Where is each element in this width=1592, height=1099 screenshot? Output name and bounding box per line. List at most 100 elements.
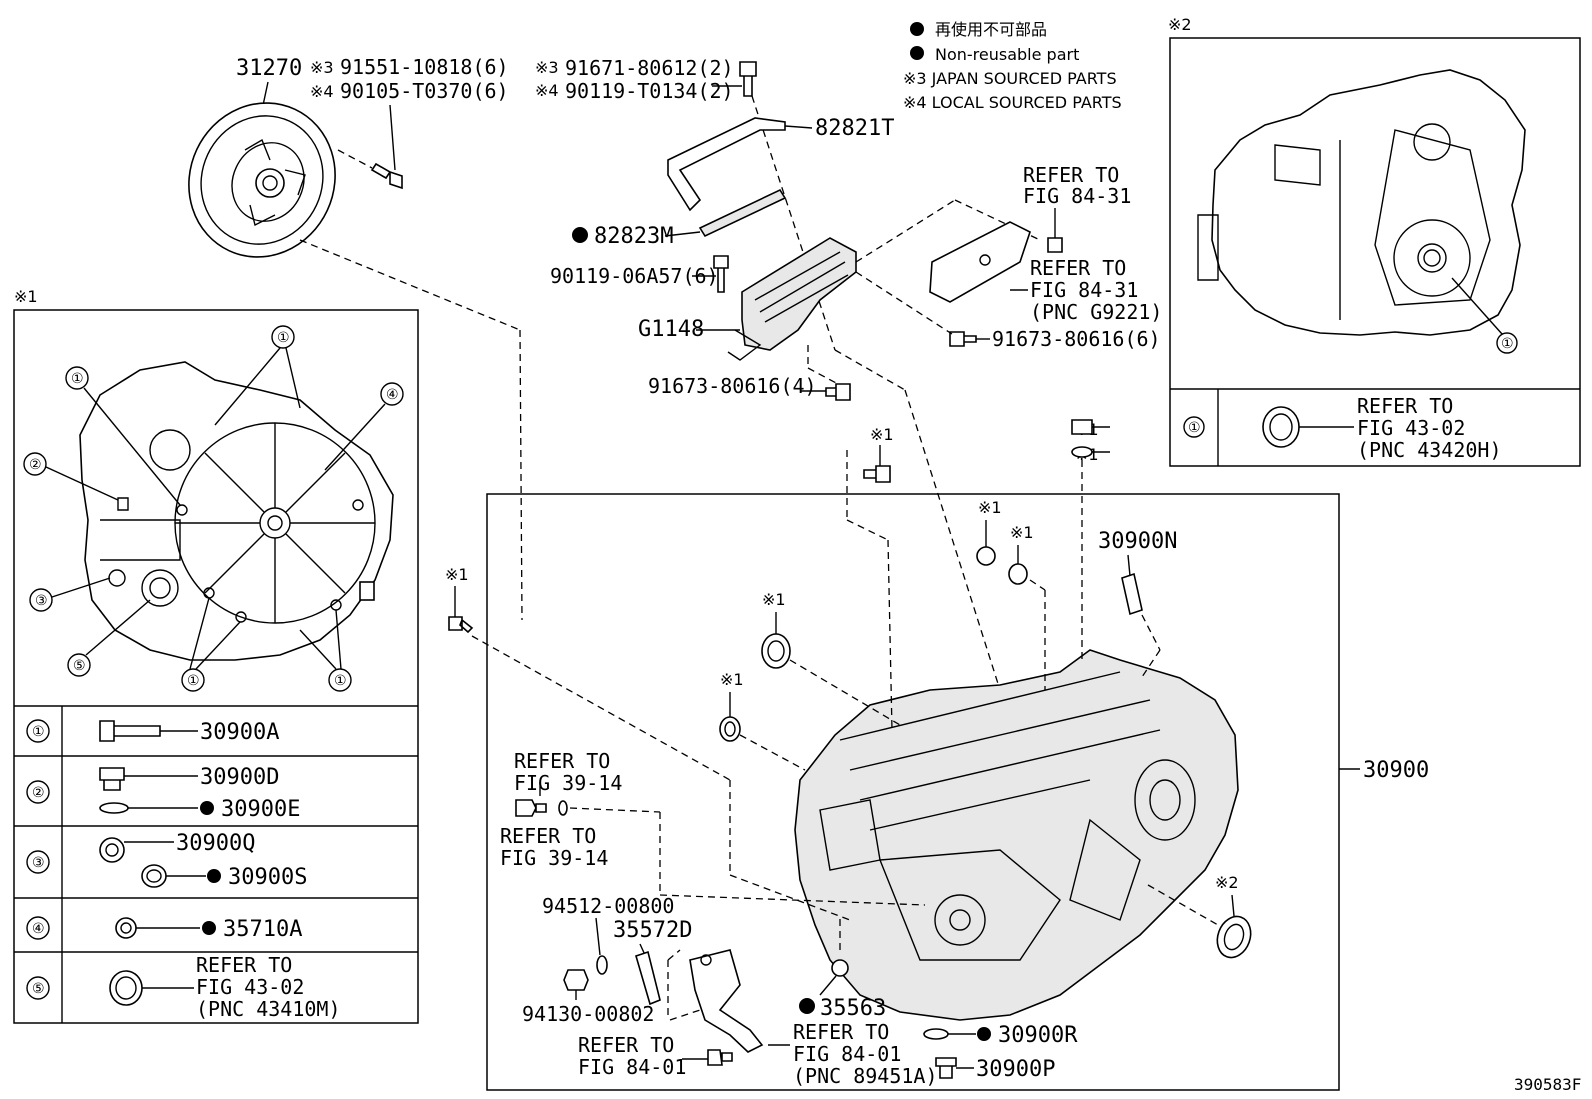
svg-text:※1: ※1 (762, 590, 786, 609)
o-ring-small-icon (558, 800, 568, 816)
svg-text:FIG 84-01: FIG 84-01 (793, 1042, 901, 1066)
bolt-91673a-icon (949, 331, 977, 347)
svg-text:FIG 39-14: FIG 39-14 (514, 771, 622, 795)
part-91673-80616-4: 91673-80616(4) (648, 374, 817, 398)
inset-1-frame (13, 309, 419, 1024)
svg-text:REFER TO: REFER TO (196, 953, 292, 977)
part-30900E: 30900E (221, 797, 300, 822)
bracket-bolt-icon (739, 61, 757, 97)
part-91551-10818: 91551-10818(6) (340, 55, 509, 79)
control-unit-parts: ※3 91671-80612(2) ※4 90119-T0134(2) 8282… (535, 56, 1162, 691)
part-35572D: 35572D (613, 918, 692, 943)
bolt-top-icon (863, 465, 891, 483)
clutch-bolt-icon (370, 162, 403, 190)
main-transaxle-box: 30900 ※1 ※1 ※1 ※1 ※1 30900N (445, 419, 1429, 1091)
oil-seal-mid-icon (761, 633, 791, 669)
svg-text:(PNC G9221): (PNC G9221) (1030, 300, 1162, 324)
plug-top-icon (976, 546, 996, 566)
bracket-82821T-icon (667, 117, 786, 212)
svg-text:FIG 84-31: FIG 84-31 (1030, 278, 1138, 302)
row-circle-1-icon (1183, 416, 1205, 438)
part-94130-00802: 94130-00802 (522, 1002, 654, 1026)
svg-text:①: ① (277, 330, 290, 346)
svg-text:①: ① (71, 371, 84, 387)
svg-text:②: ② (32, 785, 45, 801)
drain-plug-icon (99, 767, 125, 791)
svg-text:①: ① (334, 673, 347, 689)
svg-text:※1: ※1 (1010, 523, 1034, 542)
row-circle-1-icon (26, 719, 50, 743)
legend: 再使用不可部品 Non-reusable part ※3 JAPAN SOURC… (903, 20, 1122, 112)
legend-line-ja: 再使用不可部品 (935, 20, 1047, 39)
svg-text:(PNC 43420H): (PNC 43420H) (1357, 438, 1502, 462)
plug-30900P-icon (935, 1057, 957, 1079)
part-90119-06A57: 90119-06A57(6) (550, 264, 719, 288)
svg-text:FIG 84-31: FIG 84-31 (1023, 184, 1131, 208)
seal-ring-icon (141, 864, 167, 888)
part-90119-T0134: 90119-T0134(2) (565, 79, 734, 103)
svg-text:(PNC 89451A): (PNC 89451A) (793, 1064, 938, 1088)
plug-35563-icon (831, 959, 849, 977)
transaxle-assembly-icon (794, 649, 1239, 1021)
svg-text:REFER TO: REFER TO (1023, 163, 1119, 187)
part-91671-80612: 91671-80612(2) (565, 56, 734, 80)
svg-text:⑤: ⑤ (32, 981, 45, 997)
sensor-30900N-icon (1121, 572, 1143, 616)
o-ring-icon (115, 917, 137, 939)
svg-text:②: ② (29, 457, 42, 473)
svg-text:③: ③ (35, 593, 48, 609)
part-30900Q: 30900Q (176, 831, 255, 856)
oil-seal-icon (1262, 406, 1300, 448)
part-91673-80616-6: 91673-80616(6) (992, 327, 1161, 351)
part-90105-T0370: 90105-T0370(6) (340, 79, 509, 103)
gasket-30900R-icon (923, 1028, 949, 1040)
inset-2-frame (1169, 37, 1581, 467)
svg-text:③: ③ (32, 855, 45, 871)
drain-plug-top-icon (1071, 419, 1093, 435)
non-reusable-dot-icon (910, 46, 924, 60)
svg-text:④: ④ (32, 921, 45, 937)
part-35710A: 35710A (223, 917, 302, 942)
part-35563: 35563 (820, 996, 886, 1021)
part-30900N: 30900N (1098, 529, 1177, 554)
svg-text:FIG 39-14: FIG 39-14 (500, 846, 608, 870)
oil-seal-right-icon (1216, 915, 1252, 959)
part-30900: 30900 (1363, 758, 1429, 783)
svg-text:※4: ※4 (310, 82, 334, 101)
transaxle-housing-rear-view (1211, 69, 1526, 336)
bolt-91673b-icon (825, 383, 851, 401)
bracket-35572D-icon (635, 950, 661, 1006)
svg-text:REFER TO: REFER TO (514, 749, 610, 773)
main-frame (486, 493, 1340, 1091)
oil-seal-icon (109, 970, 143, 1006)
svg-text:①: ① (32, 724, 45, 740)
part-30900S: 30900S (228, 865, 307, 890)
svg-text:(PNC 43410M): (PNC 43410M) (196, 997, 341, 1021)
non-reusable-dot-icon (910, 22, 924, 36)
part-82821T: 82821T (815, 116, 894, 141)
part-30900A: 30900A (200, 720, 279, 745)
legend-local-sourced: ※4 LOCAL SOURCED PARTS (903, 93, 1122, 112)
inset-1-mark: ※1 (14, 287, 38, 306)
svg-text:REFER TO: REFER TO (1357, 394, 1453, 418)
svg-text:※1: ※1 (978, 498, 1002, 517)
svg-text:※3: ※3 (310, 58, 334, 77)
sensor-plug-icon (515, 799, 547, 817)
svg-text:REFER TO: REFER TO (500, 824, 596, 848)
seal-top-icon (1008, 563, 1028, 585)
svg-text:※2: ※2 (1215, 873, 1239, 892)
svg-text:※3: ※3 (535, 58, 559, 77)
svg-text:①: ① (1501, 336, 1514, 352)
inset-1: ※1 (13, 287, 419, 1024)
inset-2-mark: ※2 (1168, 15, 1192, 34)
gasket-top-icon (1071, 446, 1093, 458)
svg-text:※1: ※1 (870, 425, 894, 444)
svg-text:⑤: ⑤ (73, 658, 86, 674)
svg-text:※1: ※1 (720, 670, 744, 689)
plug-icon (99, 837, 125, 863)
svg-text:REFER TO: REFER TO (1030, 256, 1126, 280)
svg-text:※1: ※1 (445, 565, 469, 584)
part-30900R: 30900R (998, 1023, 1078, 1048)
legend-japan-sourced: ※3 JAPAN SOURCED PARTS (903, 69, 1117, 88)
